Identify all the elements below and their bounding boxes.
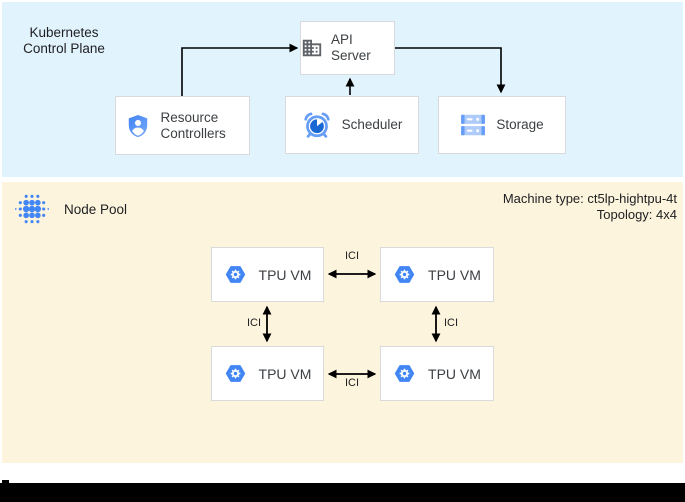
storage-label: Storage: [496, 117, 544, 132]
scheduler-node: Scheduler: [285, 96, 419, 154]
tpu-vm-node-3: TPU VM: [211, 346, 324, 401]
server-rack-icon: [460, 113, 486, 137]
scheduler-label: Scheduler: [341, 117, 403, 132]
gke-hexagon-icon: [393, 263, 416, 286]
tpu-vm-label: TPU VM: [428, 266, 481, 283]
resource-controllers-node: Resource Controllers: [115, 96, 250, 155]
storage-node: Storage: [438, 96, 566, 154]
building-icon: [301, 37, 323, 59]
shield-user-icon: [125, 113, 151, 139]
resource-controllers-label: Resource Controllers: [160, 109, 226, 141]
dot-cluster-icon: [14, 191, 50, 232]
tpu-vm-label: TPU VM: [428, 365, 481, 382]
topology-text: Topology: 4x4: [596, 206, 677, 222]
machine-type-text: Machine type: ct5lp-hightpu-4t: [502, 191, 677, 206]
ici-label-left: ICI: [246, 317, 261, 329]
gke-hexagon-icon: [393, 362, 416, 385]
alarm-clock-icon: [302, 110, 332, 140]
ici-label-top: ICI: [344, 250, 360, 262]
control-plane-title: Kubernetes Control Plane: [23, 25, 105, 56]
machine-info: Machine type: ct5lp-hightpu-4t Topology:…: [503, 191, 677, 222]
bottom-bar-notch: [2, 480, 9, 484]
tpu-vm-label: TPU VM: [258, 365, 312, 382]
ici-label-right: ICI: [444, 317, 459, 329]
gke-hexagon-icon: [224, 263, 247, 286]
node-pool-title: Node Pool: [64, 202, 128, 217]
bottom-bar: [0, 483, 685, 502]
tpu-vm-node-1: TPU VM: [211, 247, 324, 302]
ici-label-bottom: ICI: [344, 377, 360, 389]
gke-hexagon-icon: [224, 362, 247, 385]
tpu-vm-node-4: TPU VM: [380, 346, 494, 401]
api-server-label: API Server: [331, 32, 371, 63]
tpu-vm-node-2: TPU VM: [380, 247, 494, 302]
tpu-vm-label: TPU VM: [258, 266, 312, 283]
node-pool-panel: [2, 182, 683, 463]
api-server-node: API Server: [300, 21, 395, 75]
